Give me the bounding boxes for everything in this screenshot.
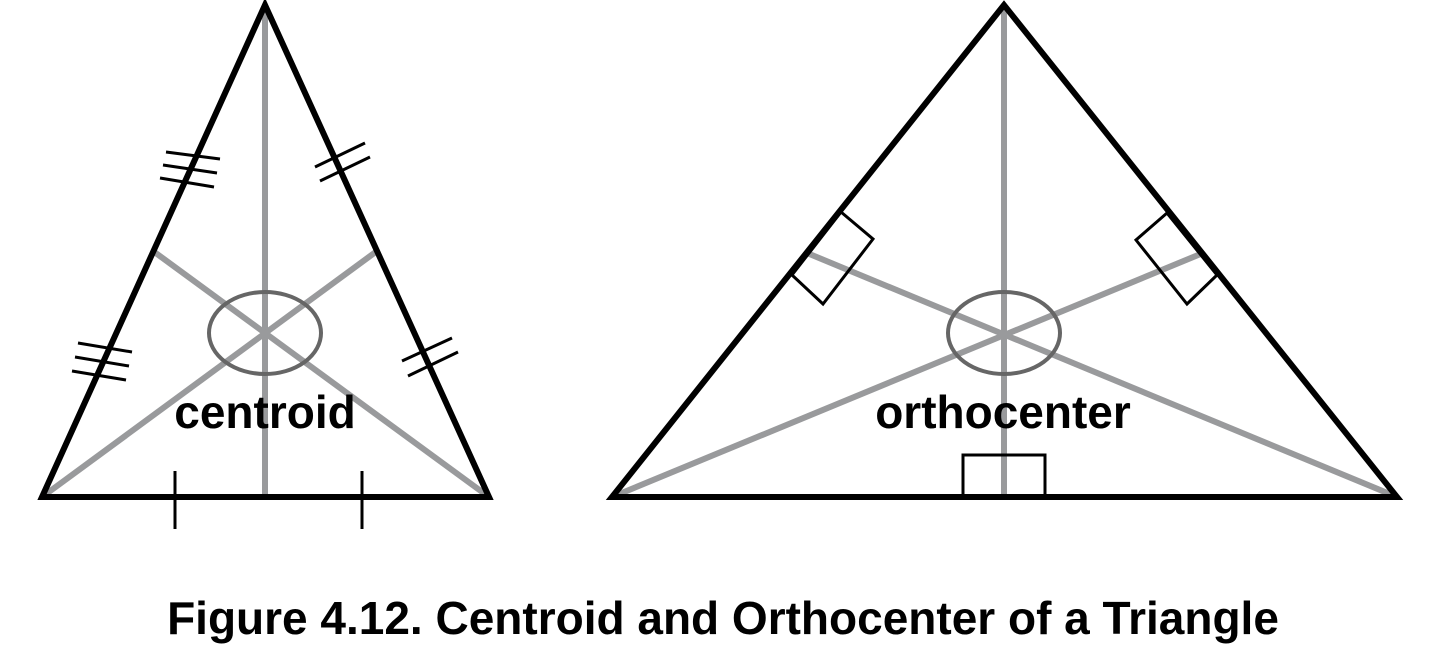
orthocenter-highlight-ellipse — [946, 290, 1062, 376]
orthocenter-altitude-from-bottom-left — [610, 250, 1205, 500]
centroid-triangle-outline — [37, 0, 494, 500]
orthocenter-label: orthocenter — [875, 386, 1131, 438]
centroid-double-tick-right-upper — [314, 141, 371, 183]
centroid-label: centroid — [174, 386, 355, 438]
centroid-triangle-group: centroid — [37, 0, 494, 529]
orthocenter-triangle-group: orthocenter — [605, 0, 1404, 500]
orthocenter-altitude-from-bottom-right — [805, 250, 1399, 500]
centroid-median-from-bottom-left — [40, 248, 379, 500]
orthocenter-triangle-outline — [605, 0, 1404, 500]
centroid-double-tick-right-lower — [401, 336, 459, 378]
centroid-median-from-bottom-right — [151, 248, 491, 500]
centroid-triple-tick-left-upper — [159, 150, 221, 189]
centroid-triple-tick-left-lower — [71, 341, 133, 382]
figure-caption: Figure 4.12. Centroid and Orthocenter of… — [167, 592, 1279, 644]
centroid-highlight-ellipse — [207, 290, 323, 376]
